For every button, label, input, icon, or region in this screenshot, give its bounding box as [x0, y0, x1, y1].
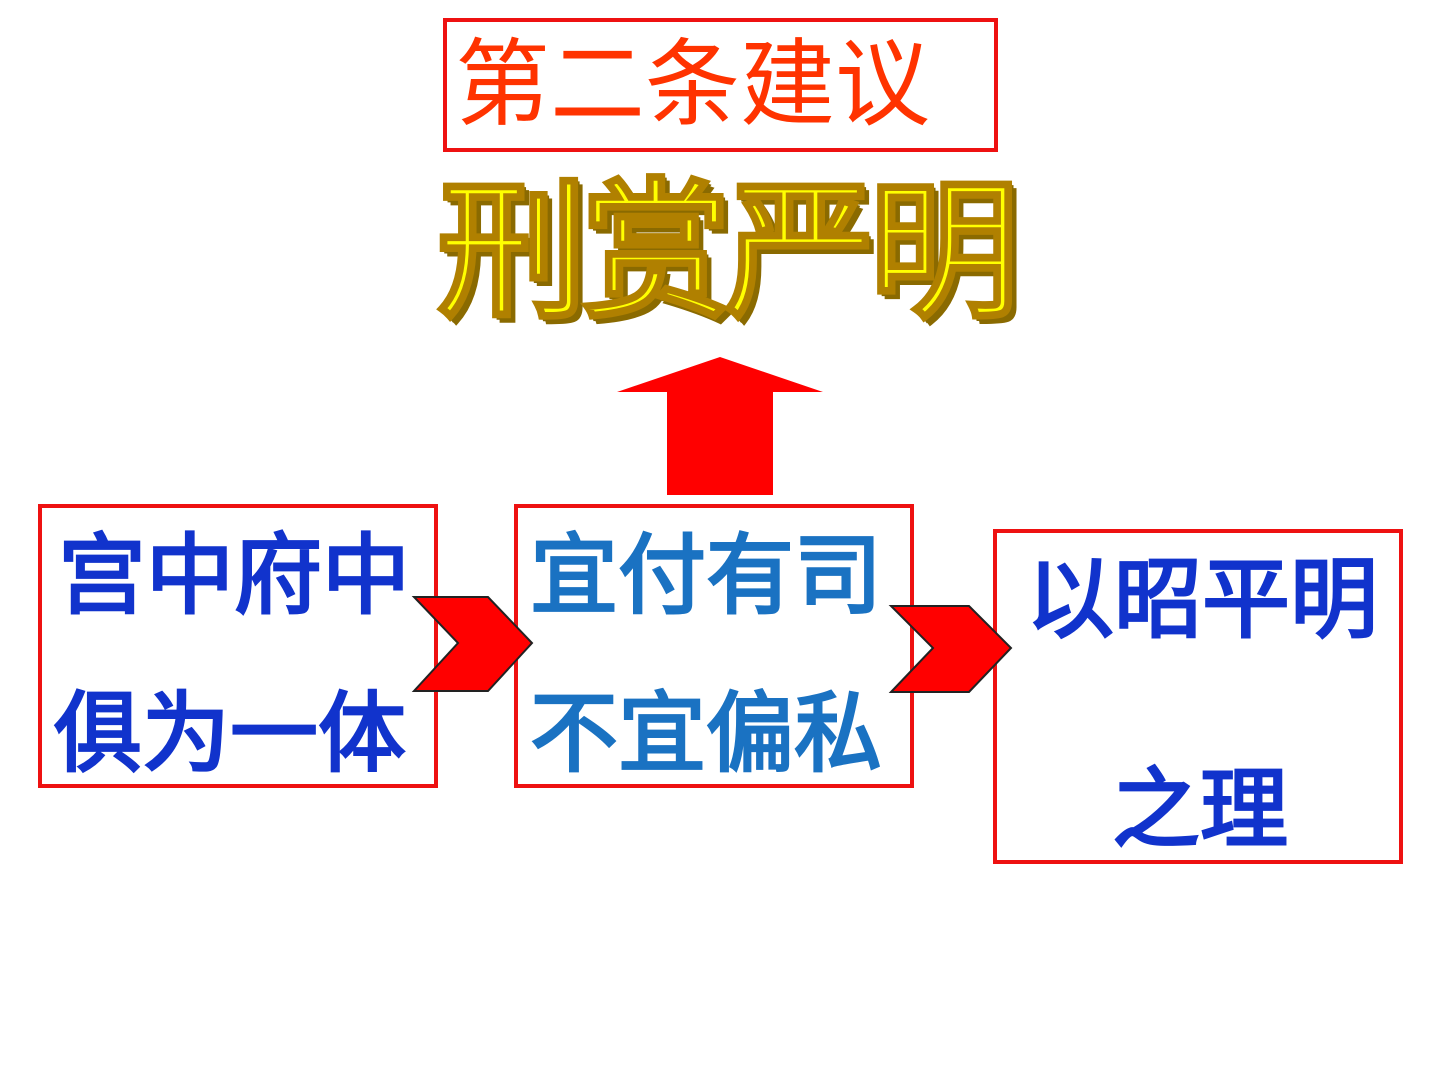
main-heading: 刑赏严明	[435, 166, 1020, 340]
up-arrow-icon	[617, 357, 823, 495]
box-2-line-2: 不宜偏私	[530, 682, 883, 785]
box-3-line-1: 以昭平明	[1026, 548, 1379, 651]
box-palace-government	[38, 504, 438, 788]
box-fairness	[993, 529, 1403, 864]
slide-title: 第二条建议	[455, 30, 931, 140]
chevron-right-icon-2	[888, 605, 1013, 693]
box-2-line-1: 宜付有司	[530, 524, 883, 627]
box-1-line-1: 宫中府中	[58, 524, 411, 627]
chevron-right-icon-1	[411, 596, 534, 692]
box-officials	[514, 504, 914, 788]
title-box	[443, 18, 998, 152]
box-3-line-2: 之理	[1112, 758, 1289, 861]
box-1-line-2: 俱为一体	[54, 682, 407, 785]
